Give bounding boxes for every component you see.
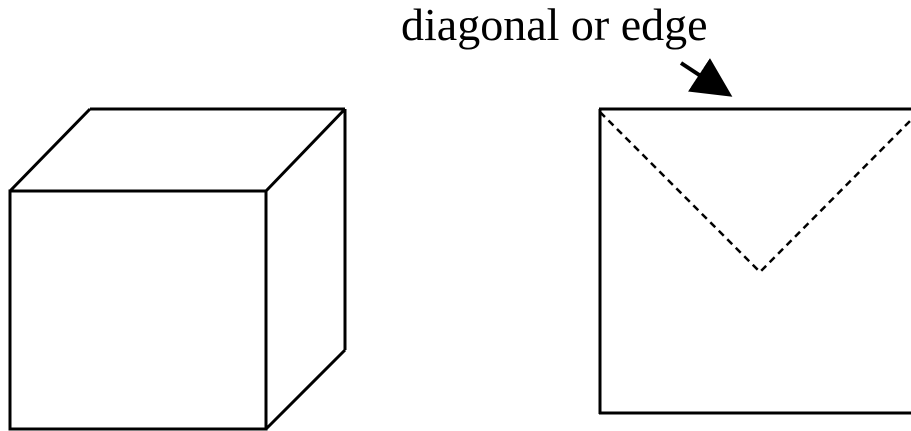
cube-top-left-edge	[8, 107, 92, 193]
cube-front-face	[8, 189, 268, 431]
cube-figure	[8, 107, 347, 431]
cube-top-right-edge	[264, 107, 347, 193]
cube-bottom-right-edge	[264, 348, 347, 431]
envelope-dashed-v	[599, 111, 911, 274]
annotation-label: diagonal or edge	[401, 0, 708, 50]
envelope-figure	[598, 107, 911, 415]
annotation-arrow	[679, 58, 733, 97]
